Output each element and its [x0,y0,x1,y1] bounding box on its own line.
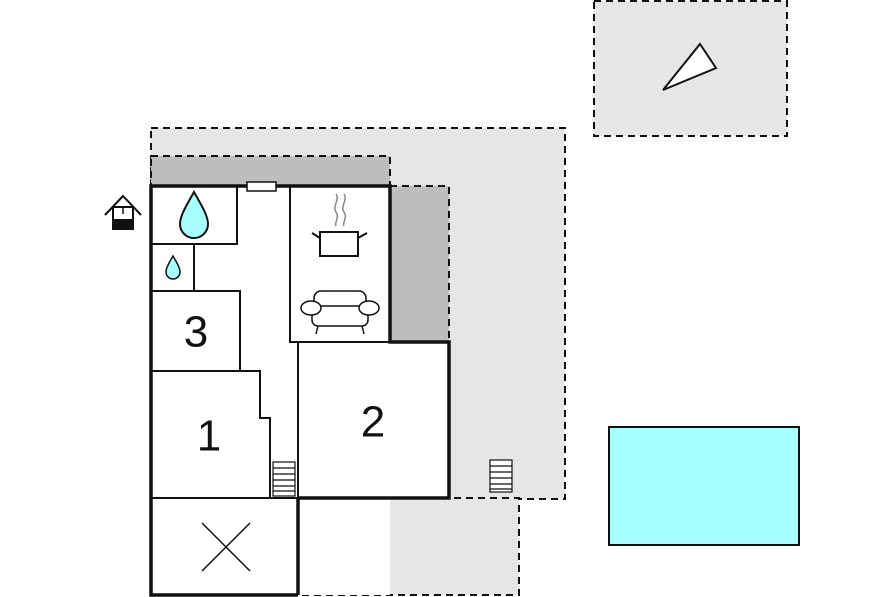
stairs-icon [272,461,296,497]
sofa-icon [300,290,380,335]
pool [608,426,800,546]
covered-terrace-side [389,185,450,343]
house-outer-wall [149,184,451,597]
terrace-stairs-icon [489,459,513,493]
covered-terrace-top [150,155,391,187]
room-2-label: 2 [361,398,385,447]
outside-shower-house-icon [104,194,142,230]
window [246,181,277,192]
compass-north-icon [662,42,718,91]
bathroom-wall [151,186,238,245]
kitchen-wall [289,186,390,343]
cross-empty-space-icon [201,522,251,572]
room-1-label: 1 [197,412,221,461]
cooking-pot-icon [311,193,368,257]
room-3-label: 3 [184,308,208,357]
small-water-drop-icon [165,254,181,280]
water-drop-icon [178,189,210,239]
room-2-floor [298,342,449,498]
